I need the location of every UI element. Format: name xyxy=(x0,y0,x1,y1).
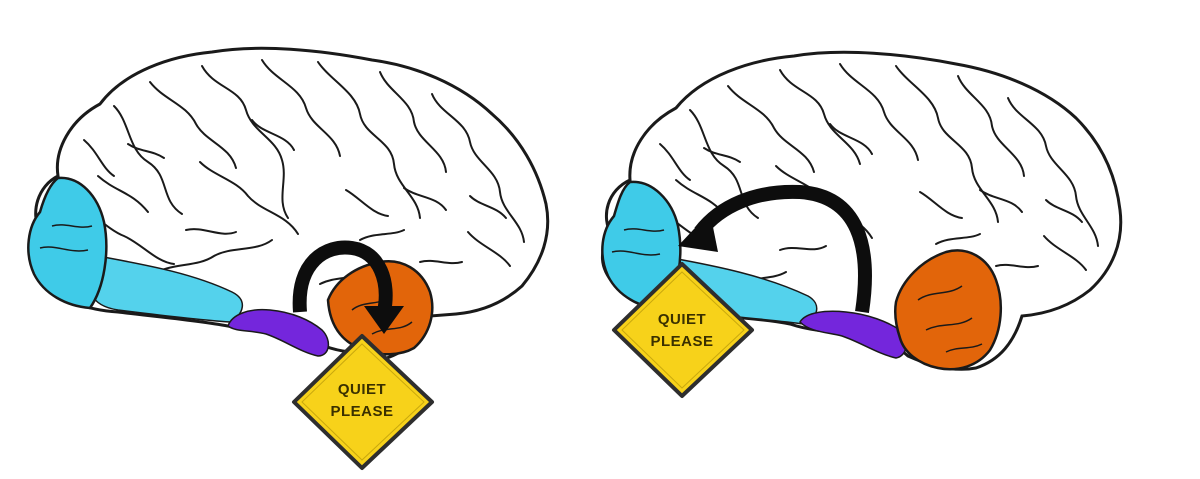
left-quiet-please-sign: QUIET PLEASE xyxy=(292,334,434,470)
right-sign-line1: QUIET xyxy=(658,311,706,328)
left-occipital-lobe xyxy=(27,176,108,310)
left-curved-arrow-icon xyxy=(292,240,404,334)
left-limbic-region xyxy=(227,308,330,357)
right-quiet-please-sign: QUIET PLEASE xyxy=(612,262,754,398)
left-brain-sulci xyxy=(71,59,525,285)
left-brain-panel: QUIET PLEASE xyxy=(27,46,550,470)
right-occipital-lobe xyxy=(601,180,682,312)
right-temporal-region xyxy=(893,249,1002,371)
right-curved-arrow-icon xyxy=(678,184,872,314)
right-sign-line2: PLEASE xyxy=(650,333,713,350)
left-sign-line1: QUIET xyxy=(338,381,386,398)
left-sign-line2: PLEASE xyxy=(330,403,393,420)
right-brain-panel: QUIET PLEASE xyxy=(601,50,1123,398)
